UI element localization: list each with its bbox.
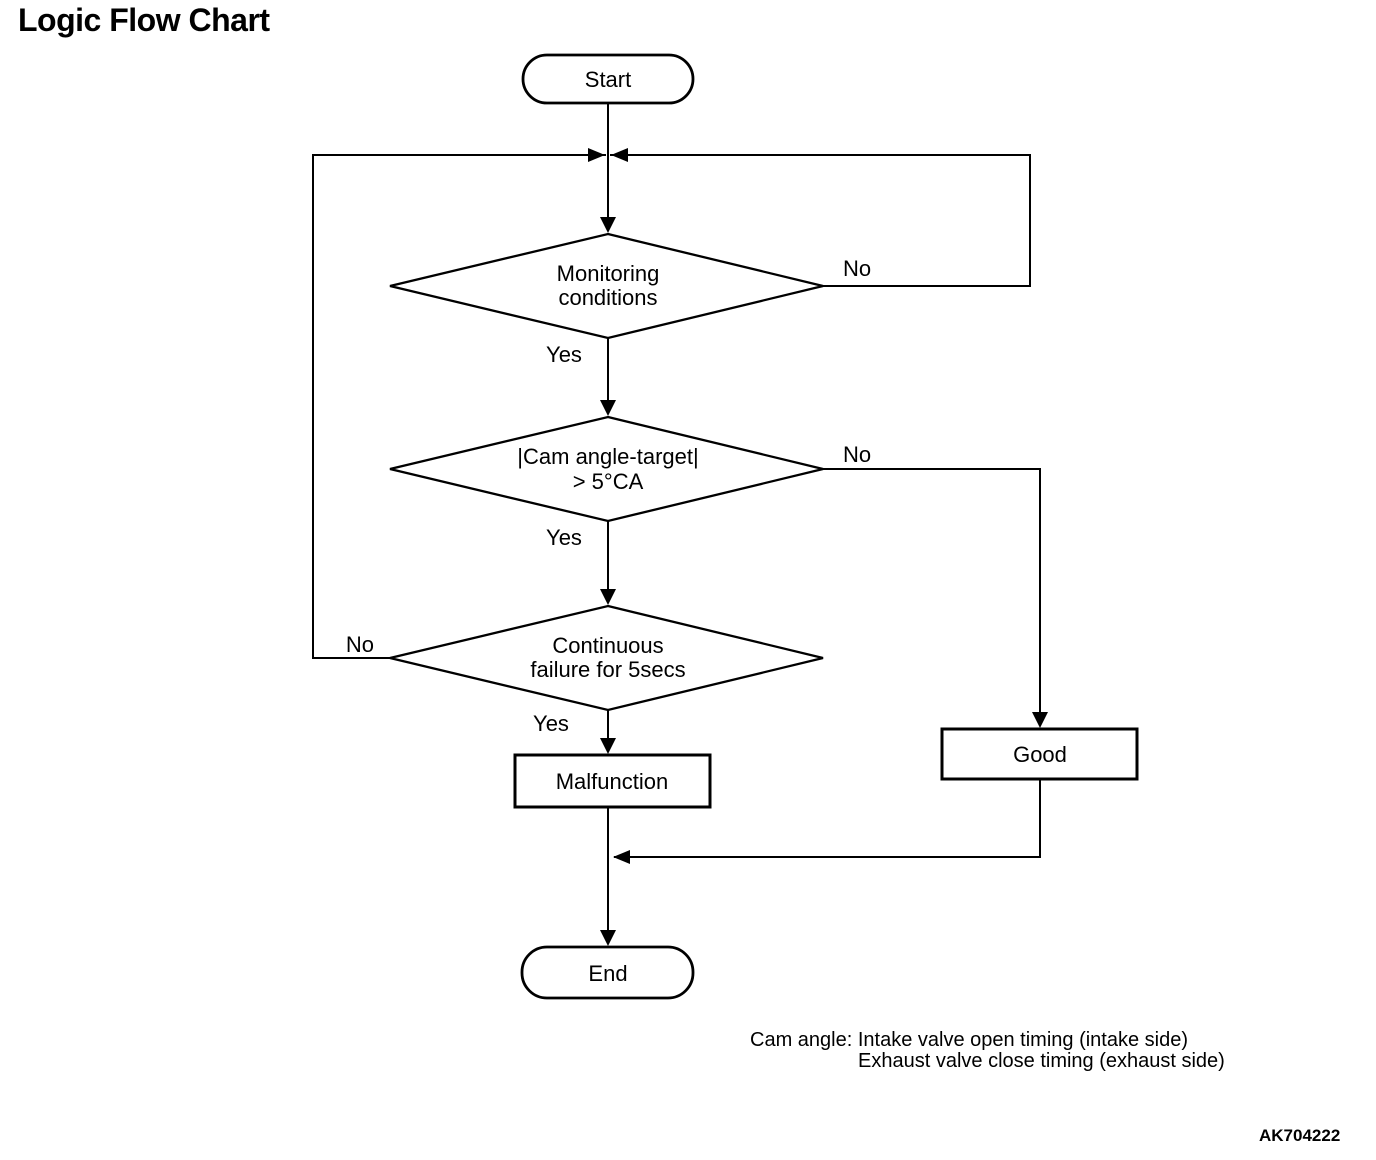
edge-label-cam-angle-no: No — [843, 442, 871, 467]
end-node-label: End — [588, 961, 627, 986]
good-node-label: Good — [1013, 742, 1067, 767]
edge-label-cam-angle-yes: Yes — [546, 525, 582, 550]
connector-cam-angle-no-to-good — [823, 468, 1041, 722]
footnote-cam-angle-intake: Cam angle: Intake valve open timing (int… — [750, 1029, 1189, 1051]
connector-good-to-merge — [614, 779, 1041, 858]
figure-code: AK704222 — [1259, 1126, 1341, 1145]
continuous-decision-label-line1: Continuous — [552, 633, 663, 658]
start-node-label: Start — [585, 67, 631, 92]
cam-angle-decision-label-line1: |Cam angle-target| — [517, 444, 698, 469]
monitoring-decision-shape — [389, 232, 824, 340]
edge-label-continuous-no: No — [346, 632, 374, 657]
good-node-shape — [940, 727, 1139, 781]
arrowhead-merge-before-end — [613, 850, 630, 864]
arrowhead-into-monitoring — [600, 217, 616, 233]
arrowhead-into-continuous — [600, 589, 616, 605]
page-title: Logic Flow Chart — [18, 2, 270, 38]
start-node-shape — [521, 53, 695, 105]
monitoring-decision-label-line2: conditions — [558, 285, 657, 310]
malfunction-node-label: Malfunction — [556, 769, 669, 794]
continuous-decision-label-line2: failure for 5secs — [530, 657, 685, 682]
arrowhead-into-cam-angle — [600, 400, 616, 416]
continuous-decision-shape — [389, 604, 824, 712]
arrowhead-merge-from-right — [611, 148, 628, 162]
edge-label-monitoring-yes: Yes — [546, 342, 582, 367]
footnote-cam-angle-exhaust: Exhaust valve close timing (exhaust side… — [858, 1050, 1225, 1072]
end-node-shape — [520, 945, 695, 1000]
connector-monitoring-no-loop — [610, 154, 1031, 287]
edge-label-monitoring-no: No — [843, 256, 871, 281]
connector-continuous-no-loop — [312, 154, 606, 659]
monitoring-decision-label-line1: Monitoring — [557, 261, 660, 286]
edge-label-continuous-yes: Yes — [533, 711, 569, 736]
cam-angle-decision-label-line2: > 5°CA — [573, 469, 644, 494]
cam-angle-decision-shape — [389, 415, 824, 523]
malfunction-node-shape — [513, 753, 712, 809]
arrowhead-merge-from-left — [588, 148, 605, 162]
arrowhead-into-good — [1032, 712, 1048, 728]
arrowhead-into-end — [600, 930, 616, 946]
arrowhead-into-malfunction — [600, 738, 616, 754]
